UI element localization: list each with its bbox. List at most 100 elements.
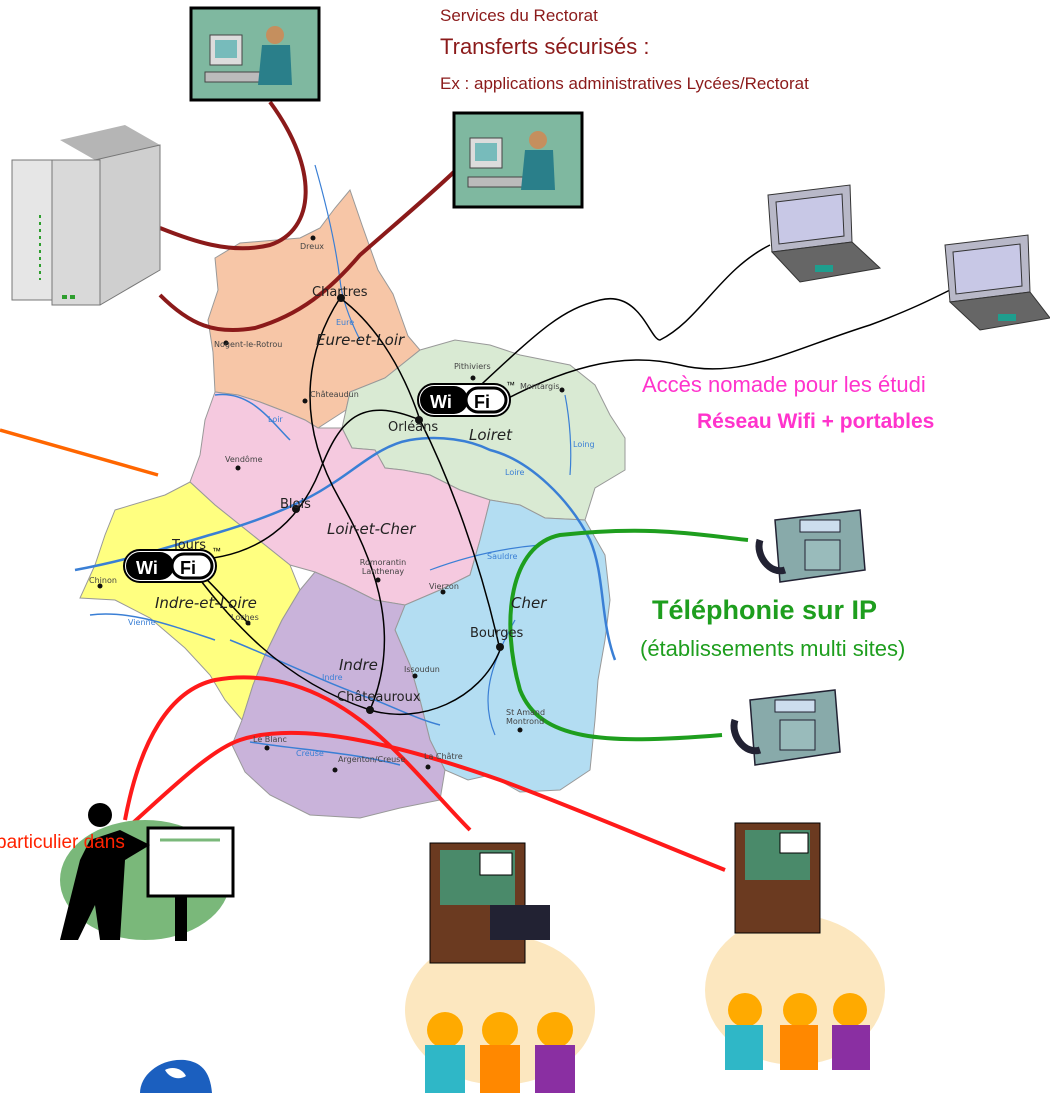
dept-label-loiret: Loiret — [469, 426, 512, 444]
town-label-loches: Loches — [231, 613, 259, 622]
dot-bourges — [496, 643, 504, 651]
link-phone-loop — [508, 528, 749, 742]
laptop-icon-2 — [944, 234, 1050, 331]
town-label-montargis: Montargis — [520, 382, 560, 391]
wifi-logo-tm: ™ — [506, 380, 515, 390]
presenter-icon — [60, 803, 235, 941]
dept-label-indre: Indre — [339, 656, 378, 674]
services-rectorat-text: Services du Rectorat — [440, 6, 598, 25]
links-visio — [123, 675, 726, 872]
river-label-loing: Loing — [573, 440, 595, 449]
dept-label-eure-et-loir: Eure-et-Loir — [316, 331, 405, 349]
wifi-logo-left-text-2: Wi — [136, 558, 158, 578]
dot-blois — [292, 505, 300, 513]
link-laptop-1 — [469, 244, 771, 396]
ip-phone-icon-1 — [755, 509, 866, 583]
laptop-icon-1 — [767, 184, 882, 283]
acces-nomade-text: Accès nomade pour les étudi — [642, 372, 926, 397]
wifi-logo-right-text: Fi — [474, 392, 490, 412]
link-tours-orleans — [184, 409, 421, 561]
video-classroom-icon-2 — [705, 822, 885, 1070]
river-loire — [74, 436, 617, 661]
link-rectorat-2 — [158, 168, 458, 333]
video-classroom-icon-1 — [405, 842, 595, 1093]
river-loing — [564, 394, 572, 476]
link-visio-1 — [123, 675, 472, 832]
transferts-securises-text: Transferts sécurisés : — [440, 34, 650, 59]
dot-dreux — [310, 235, 316, 241]
city-label-chateauroux: Châteauroux — [337, 690, 421, 705]
particulier-text: particulier dans — [0, 832, 125, 853]
town-label-issoudun: Issoudun — [404, 665, 440, 674]
link-chartres-chateauroux — [309, 297, 386, 711]
town-label-chinon: Chinon — [89, 576, 117, 585]
link-orleans-bourges — [419, 419, 501, 651]
city-label-tours: Tours — [172, 538, 207, 553]
river-label-vienne: Vienne — [128, 618, 156, 627]
wifi-logo-orleans: Wi Fi ™ — [417, 380, 515, 417]
links-telephony — [508, 528, 749, 742]
town-label-argenton: Argenton/Creuse — [338, 755, 406, 764]
town-label-st-amand: St Amand Montrond — [506, 708, 546, 726]
rivers — [74, 164, 617, 766]
computer-user-icon-2 — [452, 111, 584, 209]
city-label-bourges: Bourges — [470, 626, 524, 641]
wifi-logo-left-text: Wi — [430, 392, 452, 412]
wifi-logo-tm-2: ™ — [212, 546, 221, 556]
example-applications-text: Ex : applications administratives Lycées… — [440, 74, 809, 93]
dot-chartres — [337, 294, 345, 302]
ip-phone-icon-2 — [730, 689, 841, 766]
server-icon — [11, 125, 161, 306]
dot-romorantin — [375, 577, 381, 583]
dept-label-indre-et-loire: Indre-et-Loire — [155, 594, 257, 612]
wifi-logo-tours: Wi Fi ™ — [123, 546, 221, 583]
dot-chateauroux — [366, 706, 374, 714]
link-rectorat-1 — [159, 100, 308, 251]
wifi-logo-right-text-2: Fi — [180, 558, 196, 578]
river-label-indre: Indre — [322, 673, 343, 682]
link-chartres-orleans — [339, 297, 421, 421]
river-vienne — [89, 613, 216, 641]
dot-chinon — [97, 583, 103, 589]
town-label-pithiviers: Pithiviers — [454, 362, 491, 371]
town-label-nogent: Nogent-le-Rotrou — [214, 340, 283, 349]
river-label-eure: Eure — [336, 318, 355, 327]
river-creuse — [249, 741, 401, 766]
dot-la-chatre — [425, 764, 431, 770]
dept-label-cher: Cher — [511, 594, 547, 612]
links-rectorat — [158, 100, 458, 333]
town-label-le-blanc: Le Blanc — [253, 735, 287, 744]
river-cher — [487, 619, 516, 736]
river-indre — [229, 639, 441, 726]
city-label-orleans: Orléans — [388, 420, 439, 435]
river-loir — [214, 393, 291, 441]
dot-montargis — [559, 387, 565, 393]
globe-icon — [140, 1059, 212, 1093]
town-label-romorantin: Romorantin Lanthenay — [359, 558, 407, 576]
dot-chateaudun — [302, 398, 308, 404]
dept-indre — [231, 571, 446, 819]
town-label-vendome: Vendôme — [225, 455, 263, 464]
link-visio-2 — [123, 730, 726, 872]
telephonie-ip-text: Téléphonie sur IP — [652, 595, 878, 625]
city-label-blois: Blois — [280, 497, 311, 512]
river-label-loir: Loir — [268, 415, 283, 424]
dot-orleans — [415, 416, 423, 424]
river-sauldre — [429, 544, 541, 571]
town-label-la-chatre: La Châtre — [424, 752, 463, 761]
dot-le-blanc — [264, 745, 270, 751]
river-label-loire: Loire — [505, 468, 525, 477]
town-label-chateaudun: Châteaudun — [310, 390, 359, 399]
dot-vierzon — [440, 589, 446, 595]
river-label-sauldre: Sauldre — [487, 552, 518, 561]
dot-pithiviers — [470, 375, 476, 381]
dept-label-loir-et-cher: Loir-et-Cher — [327, 520, 416, 538]
dot-loches — [245, 620, 251, 626]
computer-user-icon-1 — [189, 6, 321, 102]
links-wifi — [184, 244, 951, 716]
dot-vendome — [235, 465, 241, 471]
link-orange — [0, 428, 159, 477]
dot-issoudun — [412, 673, 418, 679]
river-eure — [314, 164, 361, 341]
reseau-wifi-text: Réseau Wifi + portables — [697, 410, 935, 433]
